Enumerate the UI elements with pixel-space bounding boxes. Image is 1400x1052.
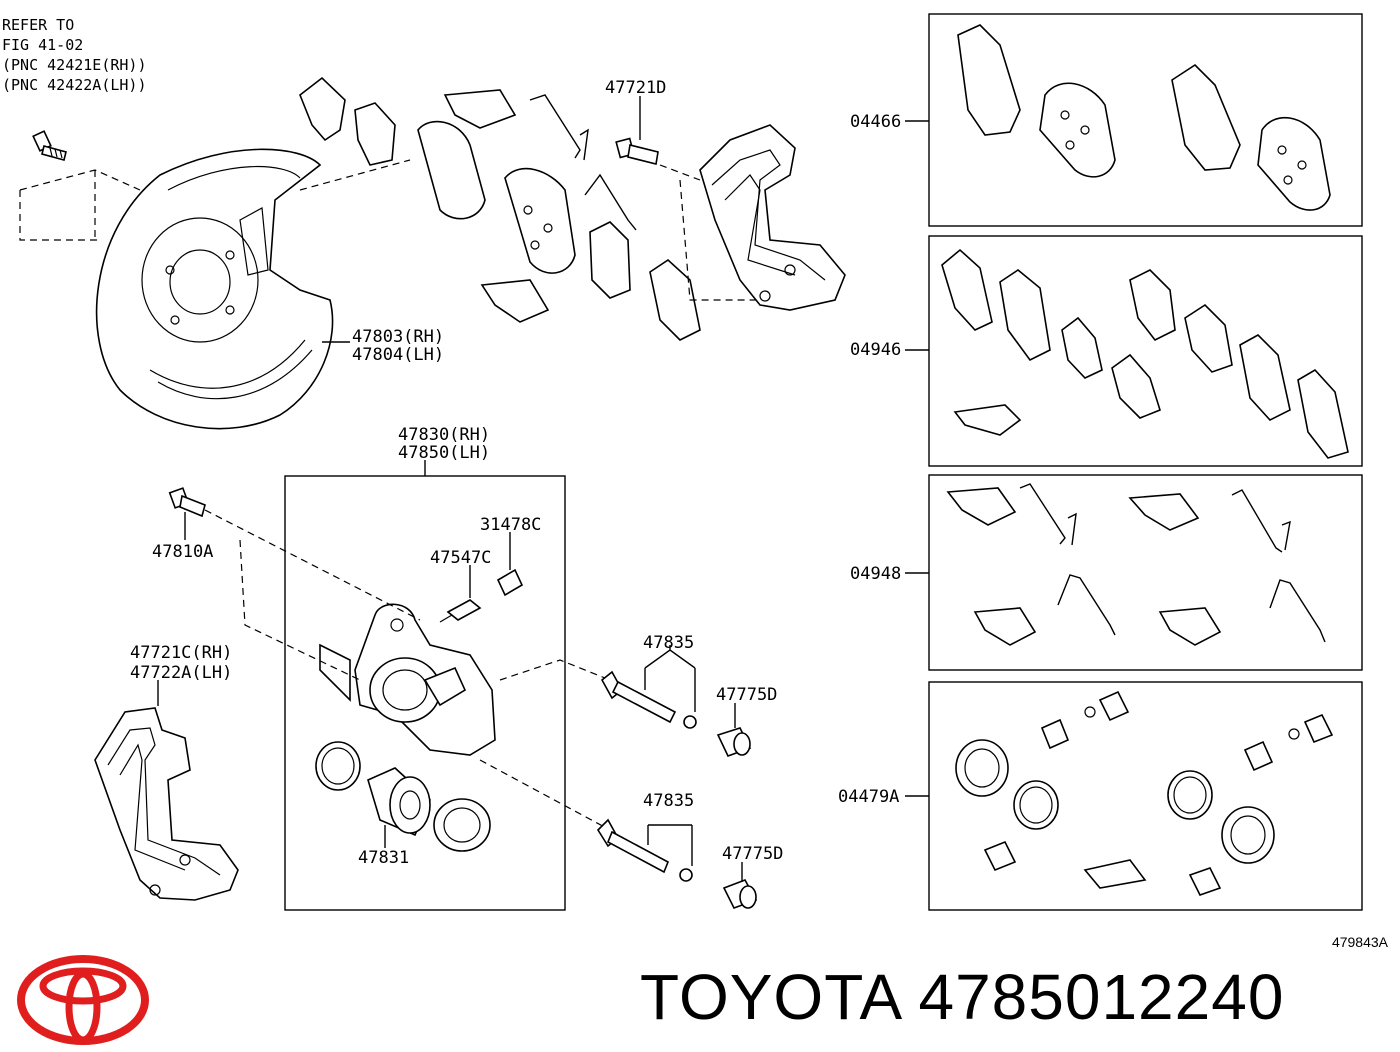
guide-line-5: [499, 659, 611, 681]
label-04479a: 04479A: [838, 787, 899, 807]
label-47803: 47803(RH): [352, 327, 444, 347]
bushing-upper: [716, 703, 752, 758]
reference-note-line-3: (PNC 42421E(RH)): [2, 56, 147, 74]
label-47721d: 47721D: [605, 78, 666, 98]
guide-line-4: [239, 539, 361, 681]
label-04466: 04466: [850, 112, 901, 132]
label-47831: 47831: [358, 848, 409, 868]
guide-line-3: [204, 509, 421, 621]
slide-pin-lower: [596, 818, 693, 882]
bolt-47721d: [615, 96, 701, 181]
bushing-lower: [722, 862, 758, 909]
label-47830: 47830(RH): [398, 425, 490, 445]
label-47547c: 47547C: [430, 548, 491, 568]
kit-box-04466: [928, 13, 1363, 227]
reference-note-line-1: REFER TO: [2, 16, 74, 34]
caliper-body: [319, 603, 496, 756]
label-47721c: 47721C(RH): [130, 643, 232, 663]
toyota-logo: [16, 952, 150, 1052]
mounting-bracket-lower: [94, 680, 239, 901]
guide-line-6: [479, 759, 611, 831]
guide-line-2: [679, 179, 760, 301]
backing-plate: [95, 148, 334, 430]
shim-kit-04946: [941, 248, 1349, 459]
piston: [367, 767, 431, 848]
label-31478c: 31478C: [480, 515, 541, 535]
label-47835-lower: 47835: [643, 791, 694, 811]
brake-pads-04466: [957, 24, 1331, 211]
kit-box-04946: [928, 235, 1363, 467]
dust-cover-guide: [19, 169, 141, 241]
label-47810a: 47810A: [152, 542, 213, 562]
springs-top: [529, 94, 637, 231]
label-04948: 04948: [850, 564, 901, 584]
seal-kit-04479a: [955, 690, 1334, 896]
label-04946: 04946: [850, 340, 901, 360]
figure-code: 479843A: [1331, 934, 1388, 950]
reference-note-line-2: FIG 41-02: [2, 36, 83, 54]
reference-note: REFER TO FIG 41-02 (PNC 42421E(RH)) (PNC…: [2, 16, 147, 94]
shims-top: [299, 76, 701, 341]
reference-note-line-4: (PNC 42422A(LH)): [2, 76, 147, 94]
label-47775d-lower: 47775D: [722, 844, 783, 864]
piston-boot: [433, 798, 491, 852]
clip-kit-04948: [946, 483, 1326, 646]
brand-part-number: TOYOTA 4785012240: [640, 961, 1285, 1033]
bolt-47810a: [168, 487, 206, 540]
label-47835-upper: 47835: [643, 633, 694, 653]
label-47775d-upper: 47775D: [716, 685, 777, 705]
label-47804: 47804(LH): [352, 345, 444, 365]
bleeder-plug: [439, 565, 482, 623]
kit-box-04479a: [928, 681, 1363, 911]
piston-seal: [315, 741, 361, 791]
label-47722a: 47722A(LH): [130, 663, 232, 683]
bolt-top-left: [32, 130, 67, 161]
slide-pin-upper: [600, 645, 697, 729]
label-47850: 47850(LH): [398, 443, 490, 463]
bleeder-cap: [496, 532, 524, 597]
mounting-bracket-top: [699, 124, 846, 311]
